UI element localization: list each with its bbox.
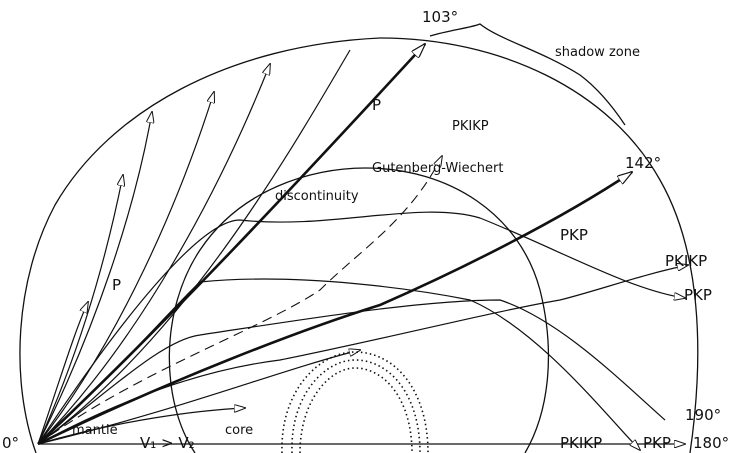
degree-180-label: 180° [693, 434, 729, 452]
pkp-right-label: PKP [684, 286, 712, 304]
p-ray-103 [38, 44, 425, 444]
pkikp-right-label: PKIKP [665, 252, 707, 270]
earth-surface-arc [20, 38, 698, 453]
degree-190-label: 190° [685, 406, 721, 424]
pkikp-upper-label: PKIKP [452, 119, 489, 134]
velocity-relation-label: V₁ > V₂ [140, 434, 195, 452]
pkikp-bottom-label: PKIKP [560, 434, 602, 452]
p-ray [38, 50, 350, 444]
core-label: core [225, 423, 253, 438]
gutenberg-wiechert-label: Gutenberg-Wiechert [372, 161, 503, 176]
degree-142-label: 142° [625, 154, 661, 172]
degree-0-label: 0° [2, 434, 19, 452]
pkp-label-1: PKP [560, 226, 588, 244]
shadow-zone-brace [430, 24, 625, 125]
pkp-ray-142 [38, 172, 632, 444]
discontinuity-label: discontinuity [275, 189, 359, 204]
inner-core-stipple [300, 368, 412, 453]
inner-core-stipple [282, 352, 428, 453]
p-label-upper: P [372, 96, 381, 114]
pkp-bottom-label: PKP [643, 434, 671, 452]
p-ray [38, 92, 214, 444]
mantle-label: mantle [72, 423, 118, 438]
p-label-left: P [112, 276, 121, 294]
pkp-ray [38, 300, 665, 444]
inner-core-stipple [292, 360, 420, 453]
degree-103-label: 103° [422, 8, 458, 26]
pkp-ray [38, 212, 685, 444]
shadow-zone-label: shadow zone [555, 45, 640, 60]
pkikp-dashed-ray [38, 156, 442, 444]
